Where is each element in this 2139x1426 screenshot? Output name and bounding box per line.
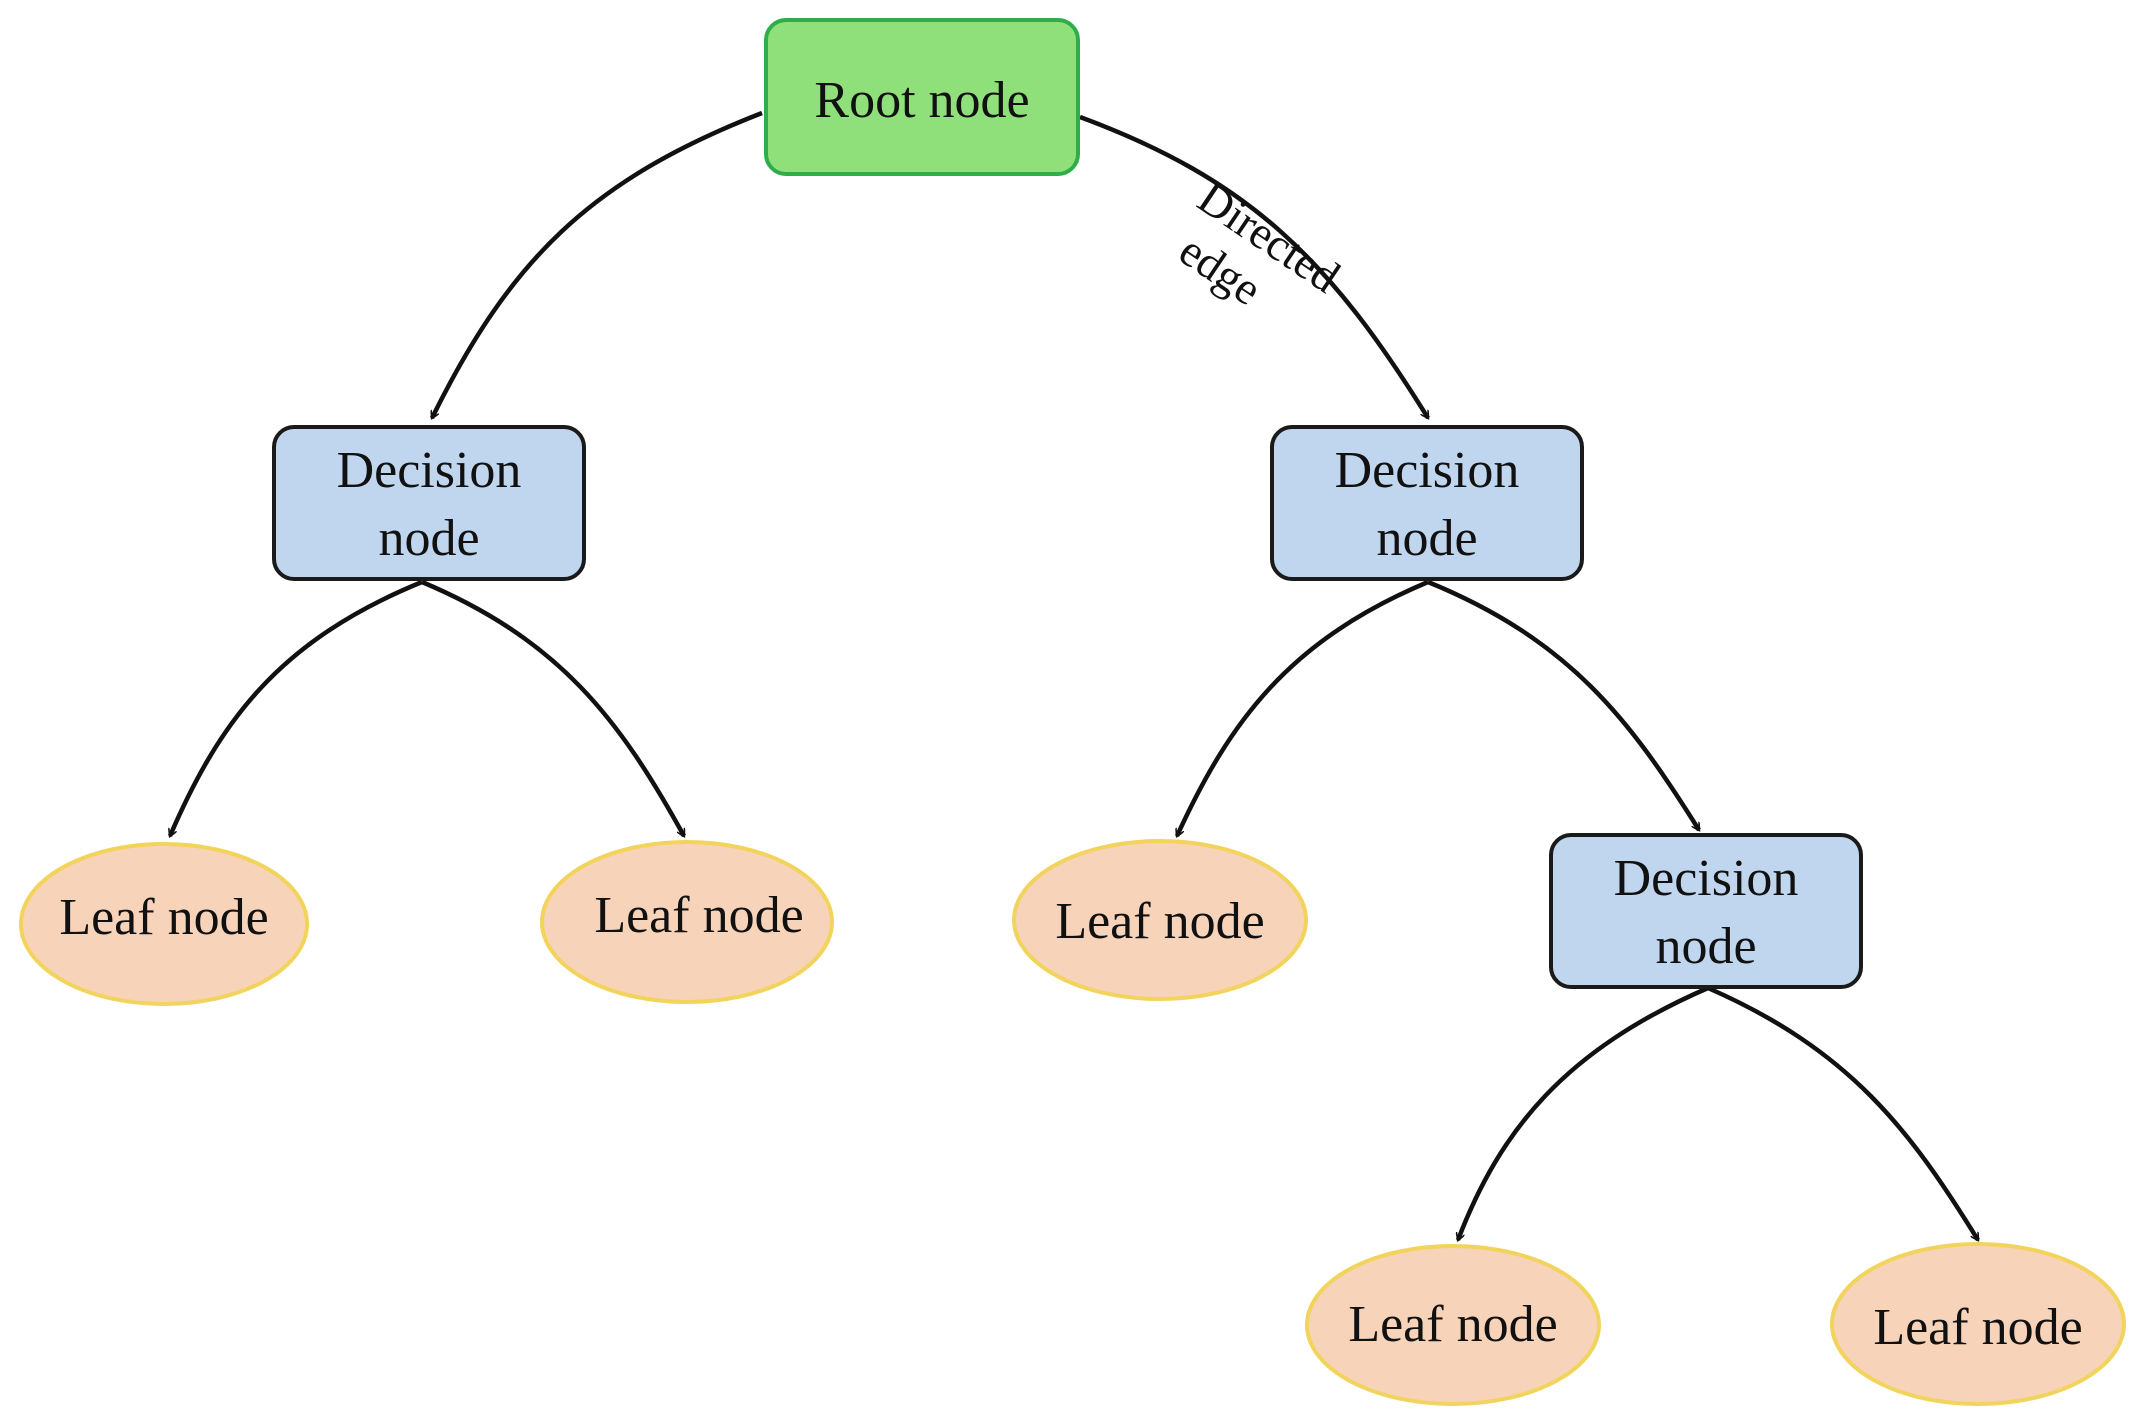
leaf-node-label: Leaf node <box>594 887 803 944</box>
leaf-node-label: Leaf node <box>1055 893 1264 950</box>
edge-root-to-decision-right <box>1079 114 1430 418</box>
edge-decision-lower-to-leaf-5 <box>1707 985 1980 1240</box>
leaf-node-ellipse <box>19 842 309 1006</box>
leaf-node-4: Leaf node <box>1305 1244 1601 1406</box>
decision-node-label-line2: node <box>1376 510 1477 567</box>
edge-decision-left-to-leaf-1 <box>167 579 423 836</box>
root-node-label: Root node <box>814 72 1029 129</box>
decision-node-label-line1: Decision <box>337 442 522 499</box>
directed-edge-label: Directed edge <box>1170 172 1349 315</box>
leaf-node-1: Leaf node <box>19 842 309 1006</box>
decision-node-label-line2: node <box>1655 918 1756 975</box>
leaf-node-ellipse <box>1012 839 1308 1001</box>
decision-node-label-line1: Decision <box>1614 850 1799 907</box>
decision-node-left: Decision node <box>272 425 586 581</box>
decision-node-label-line1: Decision <box>1335 442 1520 499</box>
edge-root-to-decision-left <box>429 110 763 418</box>
leaf-node-label: Leaf node <box>1873 1299 2082 1356</box>
leaf-node-3: Leaf node <box>1012 839 1308 1001</box>
leaf-node-label: Leaf node <box>59 889 268 946</box>
edge-decision-lower-to-leaf-4 <box>1458 985 1709 1240</box>
edge-decision-left-to-leaf-2 <box>421 579 686 836</box>
leaf-node-ellipse <box>1830 1242 2126 1406</box>
decision-node-label-line2: node <box>378 510 479 567</box>
leaf-node-5: Leaf node <box>1830 1242 2126 1406</box>
decision-node-box <box>1270 425 1584 581</box>
decision-node-box <box>272 425 586 581</box>
decision-node-box <box>1549 833 1863 989</box>
leaf-node-ellipse <box>1305 1244 1601 1406</box>
decision-node-lower: Decision node <box>1549 833 1863 989</box>
edge-decision-right-to-decision-lower <box>1427 579 1701 830</box>
root-node-box <box>764 18 1080 176</box>
edge-decision-right-to-leaf-3 <box>1174 579 1429 836</box>
leaf-node-2: Leaf node <box>540 840 834 1004</box>
decision-node-right: Decision node <box>1270 425 1584 581</box>
leaf-node-ellipse <box>540 840 834 1004</box>
leaf-node-label: Leaf node <box>1348 1296 1557 1353</box>
root-node: Root node <box>764 18 1080 176</box>
